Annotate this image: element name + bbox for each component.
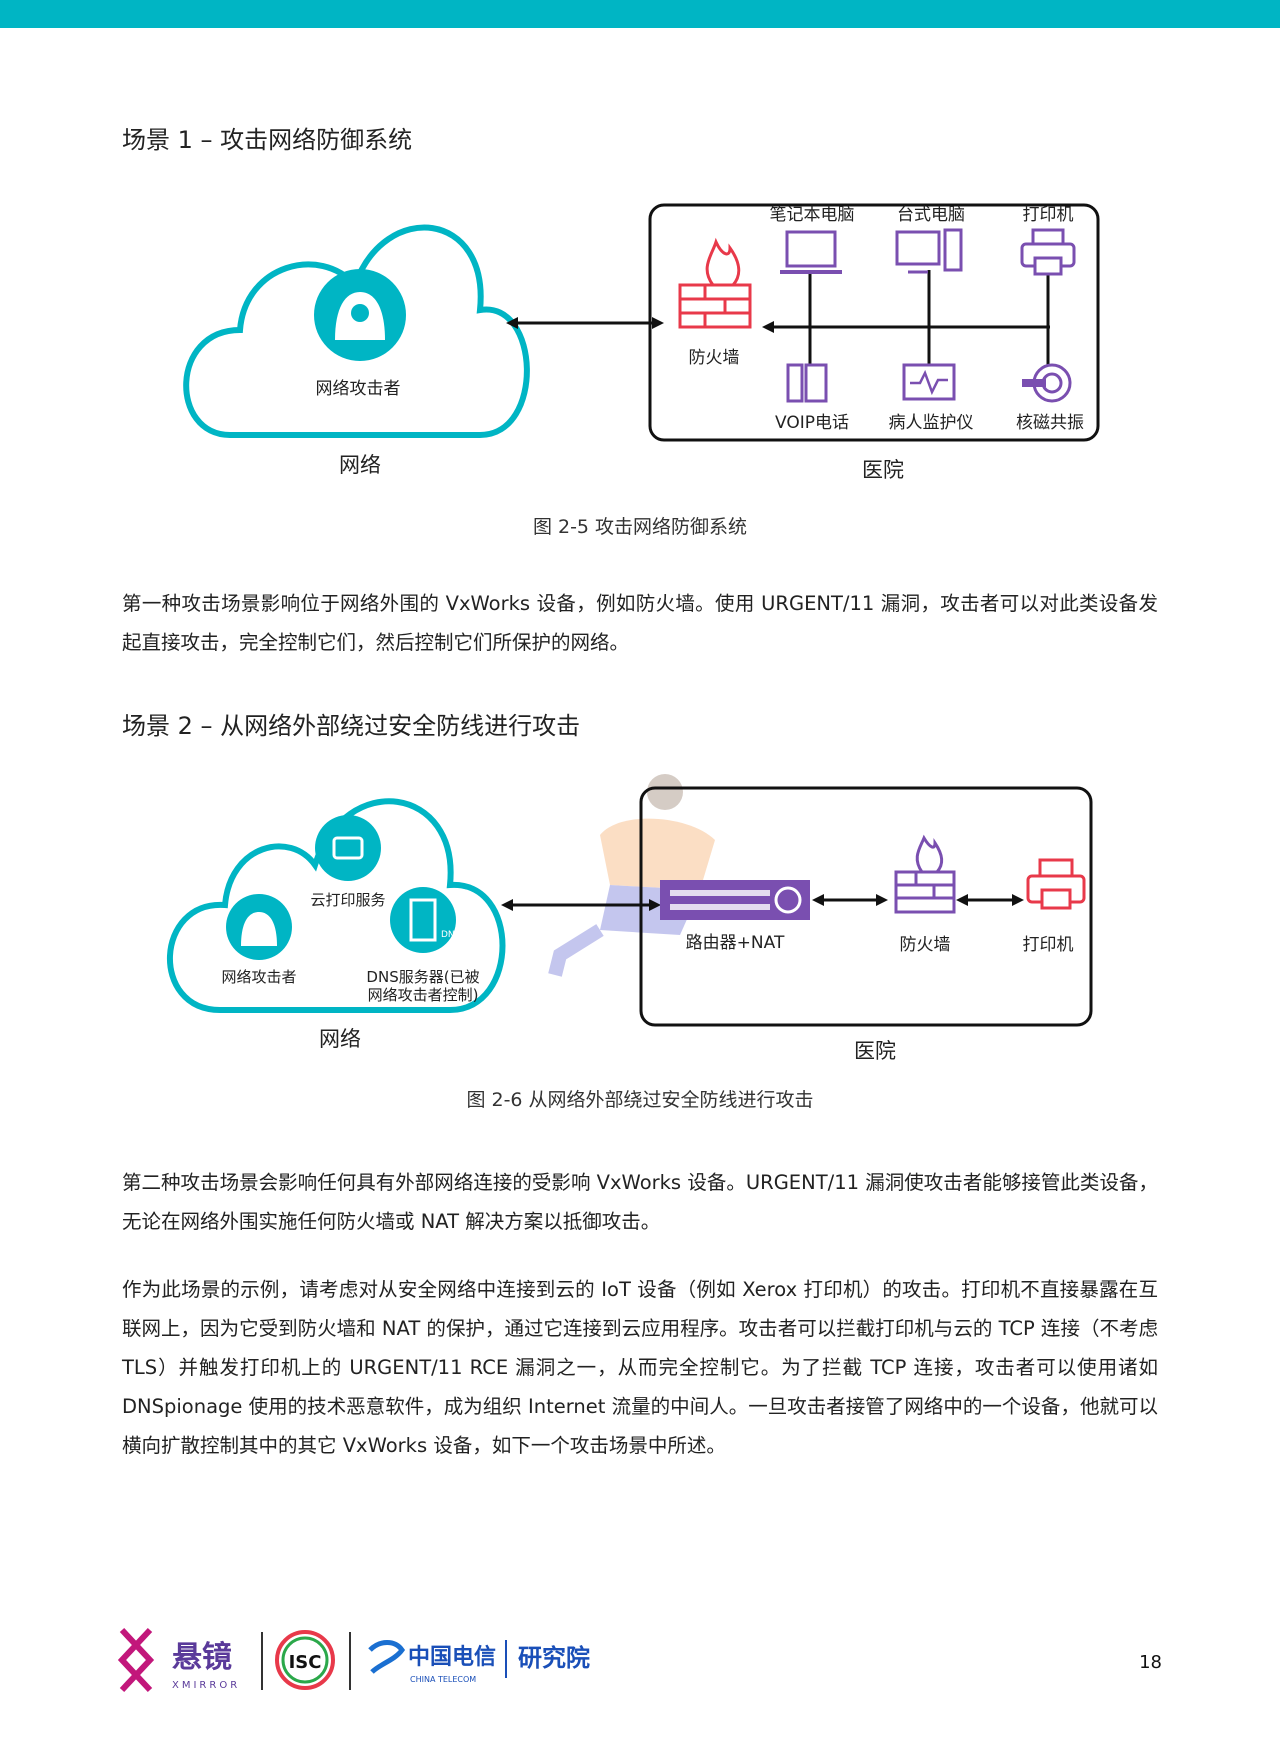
voip-phone-icon (786, 363, 828, 403)
router-label: 路由器+NAT (686, 933, 785, 953)
page-number: 18 (1139, 1652, 1162, 1673)
printer-icon (1020, 228, 1076, 276)
device-printer-label: 打印机 (1023, 205, 1074, 225)
footer-logos: 悬镜 XMIRROR ISC 中国电信 CHINA TELECOM 研究院 (117, 1627, 1110, 1693)
device-desktop-label: 台式电脑 (897, 205, 965, 225)
network-label: 网络 (339, 453, 381, 477)
dns-label-line1: DNS服务器(已被 (366, 968, 479, 986)
patient-monitor-icon (902, 363, 956, 401)
hospital-box-2 (639, 786, 1093, 1027)
firewall-icon (678, 237, 752, 329)
device-mri-label: 核磁共振 (1016, 413, 1084, 433)
scenario1-paragraph: 第一种攻击场景影响位于网络外围的 VxWorks 设备，例如防火墙。使用 URG… (122, 592, 1158, 654)
xmirror-logo-text: 悬镜 (172, 1640, 232, 1675)
device-monitor-label: 病人监护仪 (889, 413, 974, 433)
hospital-box (648, 203, 1100, 442)
desktop-icon (895, 228, 963, 274)
device-laptop-label: 笔记本电脑 (770, 205, 855, 225)
xmirror-logo-sub: XMIRROR (172, 1680, 240, 1691)
top-accent-bar (0, 0, 1280, 28)
network-cloud (183, 224, 530, 438)
network-label-2: 网络 (319, 1027, 361, 1051)
scenario1-title: 场景 1 – 攻击网络防御系统 (122, 126, 413, 154)
router-icon (660, 880, 810, 920)
china-telecom-text: 中国电信 (408, 1644, 496, 1670)
device-voip-label: VOIP电话 (775, 413, 849, 433)
dns-label-line2: 网络攻击者控制) (368, 986, 479, 1004)
printer-icon-2 (1026, 858, 1086, 910)
firewall-label: 防火墙 (689, 348, 740, 368)
firewall-label-2: 防火墙 (900, 935, 951, 955)
dns-server-icon (390, 887, 456, 953)
cloud-print-label: 云打印服务 (310, 891, 385, 909)
diagram-attack-network-defense: 网络攻击者 网络 医院 防火墙 笔记本电脑 台式电脑 打印机 VOIP电话 病人… (183, 203, 1100, 482)
scenario2-paragraph2: 作为此场景的示例，请考虑对从安全网络中连接到云的 IoT 设备（例如 Xerox… (122, 1278, 1158, 1457)
isc-logo: ISC (275, 1630, 335, 1690)
printer-label-2: 打印机 (1023, 935, 1074, 955)
diagram-bypass-defense: 云打印服务 网络攻击者 DNS DNS服务器(已被 网络攻击者控制) 网络 医院… (167, 774, 1093, 1060)
research-institute-text: 研究院 (518, 1644, 590, 1672)
scenario2-title: 场景 2 – 从网络外部绕过安全防线进行攻击 (122, 712, 581, 740)
mri-icon (1022, 363, 1072, 403)
firewall-icon-2 (894, 834, 956, 914)
scenario2-paragraph1: 第二种攻击场景会影响任何具有外部网络连接的受影响 VxWorks 设备。URGE… (122, 1171, 1158, 1233)
hospital-label: 医院 (862, 458, 904, 482)
figure-caption-2-5: 图 2-5 攻击网络防御系统 (532, 516, 748, 538)
china-telecom-logo: 中国电信 CHINA TELECOM (368, 1640, 496, 1684)
isc-logo-text: ISC (289, 1652, 322, 1673)
attacker-label-2: 网络攻击者 (221, 968, 296, 986)
dns-tag: DNS (441, 930, 461, 940)
cloud-print-icon (315, 815, 381, 881)
laptop-icon (780, 230, 842, 274)
attacker-label: 网络攻击者 (316, 379, 401, 399)
figure-caption-2-6: 图 2-6 从网络外部绕过安全防线进行攻击 (466, 1089, 814, 1111)
hospital-label-2: 医院 (854, 1039, 896, 1060)
china-telecom-sub: CHINA TELECOM (410, 1675, 476, 1684)
xmirror-logo: 悬镜 XMIRROR (117, 1627, 240, 1693)
